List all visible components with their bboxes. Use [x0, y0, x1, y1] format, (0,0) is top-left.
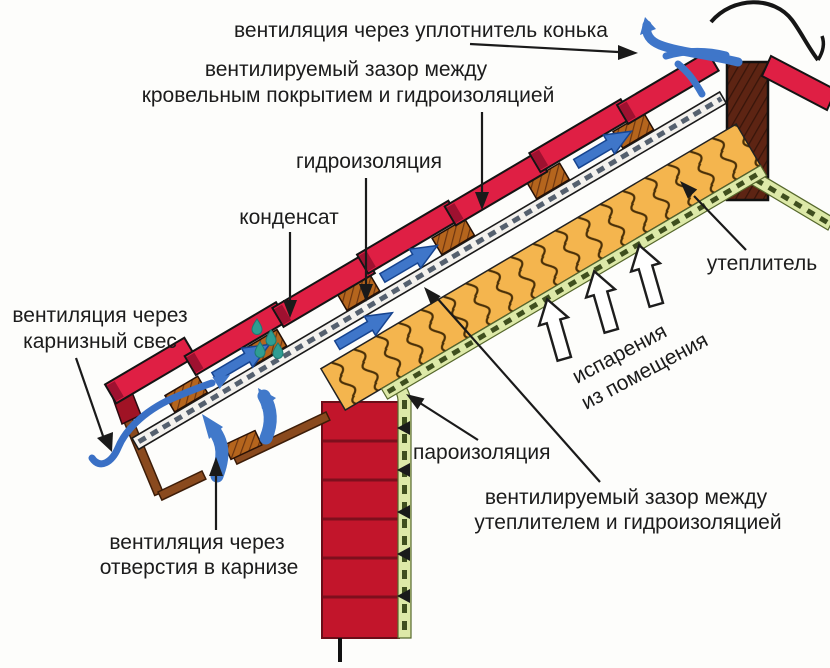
- leader-arrowhead-waterproofing: [359, 284, 373, 302]
- label-gap-insulation-line2: утеплителем и гидроизоляцией: [474, 511, 781, 534]
- eaves-intake-flow: [88, 379, 216, 468]
- label-eaves-vent-line2: карнизный свес: [23, 330, 177, 353]
- soffit-rising-arrowhead-2: [258, 388, 276, 409]
- leader-gap-insulation: [436, 297, 601, 483]
- wall: [321, 401, 400, 662]
- wall-vapor-barrier: [385, 375, 412, 639]
- membrane-dashes: [137, 96, 723, 444]
- vapor-dashes: [386, 169, 764, 395]
- label-insulation: утеплитель: [707, 252, 818, 275]
- ridge-exhaust-arrowhead: [640, 17, 656, 35]
- leader-ridge-vent: [469, 42, 619, 54]
- label-condensate: конденсат: [239, 206, 339, 229]
- label-ridge-vent: вентиляция через уплотнитель конька: [234, 19, 608, 42]
- soffit-bottom-beam-1: [156, 470, 207, 502]
- ridge-exhaust-flow: [642, 20, 743, 67]
- leader-arrowhead-cornice-vent: [209, 457, 223, 476]
- tile-overlap-shadows: [106, 101, 636, 402]
- leader-arrowhead-vapor-barrier: [406, 394, 425, 410]
- diagram-labels: вентиляция через уплотнитель конька вент…: [12, 19, 817, 579]
- ridge-gap-flow-2: [662, 47, 730, 60]
- vapor-fastener-ticks: [397, 421, 410, 603]
- roof-tile-band: [103, 50, 721, 405]
- leader-vapor-barrier: [419, 402, 479, 441]
- label-gap-roof-line2: кровельным покрытием и гидроизоляцией: [142, 84, 555, 107]
- ridge-gap-flow-1: [674, 60, 706, 98]
- leader-lines: [74, 42, 747, 530]
- label-gap-roof-line1: вентилируемый зазор между: [205, 58, 488, 81]
- label-cornice-vent-line1: вентиляция через: [109, 531, 284, 554]
- label-waterproofing: гидроизоляция: [296, 150, 442, 173]
- leader-arrowhead-ridge-vent: [618, 45, 638, 60]
- leader-insulation: [693, 195, 747, 251]
- wall-courses: [323, 439, 398, 599]
- leader-arrowhead-gap-roof: [475, 192, 489, 210]
- label-vapor-barrier: пароизоляция: [413, 441, 551, 464]
- label-cornice-vent-line2: отверстия в карнизе: [100, 556, 299, 579]
- label-eaves-vent-line1: вентиляция через: [12, 304, 187, 327]
- right-slope-roofing: [760, 54, 830, 112]
- eaves-intake-arrowhead: [212, 375, 230, 389]
- leader-arrowhead-insulation: [680, 181, 698, 199]
- label-gap-insulation-line1: вентилируемый зазор между: [485, 486, 768, 509]
- eaves-tile: [103, 336, 197, 405]
- ridge-cap-flick: [816, 35, 826, 61]
- soffit-rising-arrowhead-1: [202, 414, 223, 439]
- ridge-airflow: [640, 17, 743, 98]
- leader-arrowhead-eaves-vent: [97, 432, 113, 452]
- ridge-cap: [709, 0, 820, 62]
- leader-arrowhead-gap-insulation: [424, 287, 441, 305]
- soffit-bottom-beam-2: [231, 411, 331, 466]
- vapor-barrier-layer: [380, 164, 768, 400]
- waterproofing-membrane: [130, 90, 728, 451]
- leader-arrowhead-condensate: [283, 300, 297, 318]
- leader-eaves-vent: [74, 357, 105, 437]
